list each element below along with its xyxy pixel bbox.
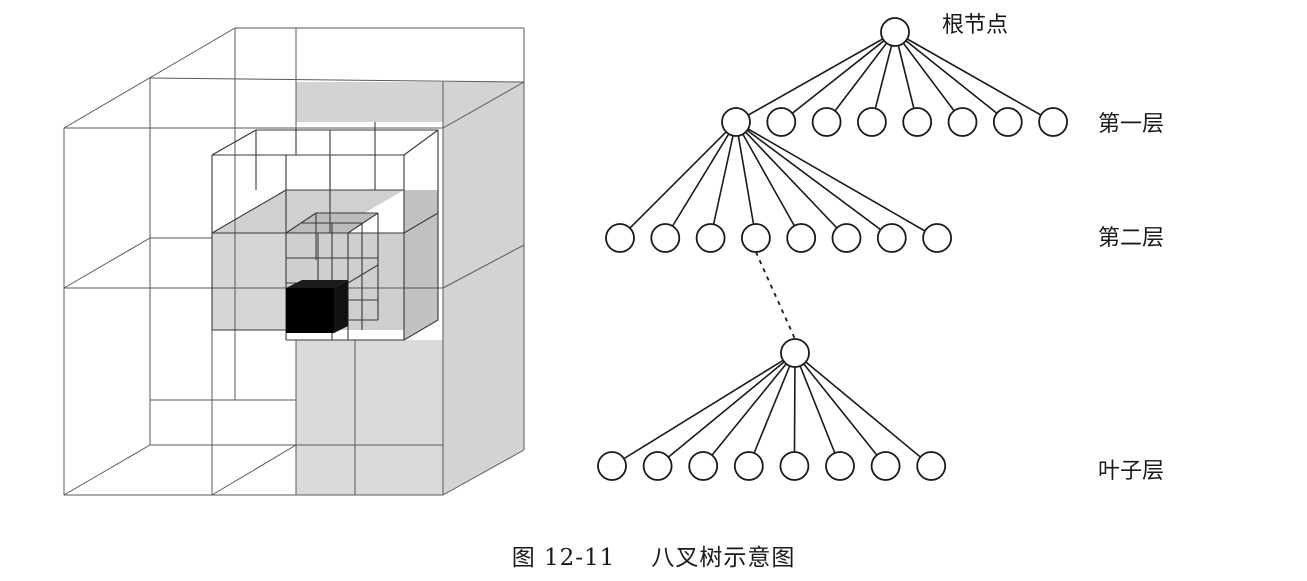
tree-node-leaf-7 — [870, 451, 901, 481]
tree-node-level1-3 — [811, 107, 842, 137]
tree-node-level2-6 — [831, 223, 862, 253]
cube-shaded-top-face — [296, 82, 375, 122]
edge-dashed-continuation — [755, 251, 796, 340]
edge-root-to-level1-3 — [825, 31, 896, 123]
tree-node-level2-5 — [786, 223, 817, 253]
edge-level1-to-level2-8 — [735, 121, 938, 239]
edge-root-to-level1-4 — [871, 31, 896, 123]
edge-to-leaf-2 — [657, 352, 796, 467]
label-level-1: 第一层 — [1098, 112, 1164, 137]
tree-node-root — [880, 17, 910, 47]
tree-node-level2-3 — [695, 223, 726, 253]
tree-node-leaf-5 — [779, 451, 810, 481]
tree-node-leaf-6 — [825, 451, 855, 481]
edge-to-leaf-7 — [794, 352, 887, 467]
tree-node-level2-4 — [741, 223, 771, 253]
label-level-2: 第二层 — [1098, 226, 1164, 251]
edge-root-to-level1-1 — [735, 31, 896, 123]
tree-node-level1-1 — [721, 107, 751, 137]
edge-level1-to-level2-2 — [664, 121, 737, 239]
cube-shaded-lower-front — [296, 340, 443, 495]
tree-node-leaf-8 — [916, 451, 947, 481]
edge-level1-to-level2-5 — [735, 121, 802, 239]
cube-shaded-mid-front — [212, 233, 286, 330]
target-leaf-cell — [286, 280, 348, 333]
edge-root-to-level1-6 — [894, 31, 964, 123]
tree-node-level1-6 — [947, 107, 978, 137]
edge-level1-to-level2-1 — [619, 121, 737, 239]
edge-level1-to-level2-4 — [735, 121, 757, 239]
edge-to-leaf-6 — [794, 352, 841, 467]
edge-to-leaf-4 — [748, 352, 796, 467]
caption-number: 图 12-11 — [511, 545, 616, 571]
tree-node-level1-4 — [857, 107, 887, 137]
edge-root-to-level1-7 — [894, 31, 1009, 123]
tree-node-level2-7 — [876, 223, 907, 253]
octree-cube-illustration — [63, 27, 525, 496]
edge-root-to-level1-2 — [780, 31, 896, 123]
edge-to-leaf-3 — [702, 352, 796, 467]
cube-shaded-right-face — [375, 82, 524, 122]
tree-node-level2-2 — [650, 223, 681, 253]
edge-level1-to-level2-6 — [735, 121, 848, 239]
edge-to-leaf-8 — [794, 352, 932, 467]
outer-cube-wireframe — [63, 27, 525, 496]
tree-node-level1-2 — [766, 107, 797, 137]
tree-node-leaf-3 — [688, 451, 719, 481]
tree-node-intermediate — [780, 338, 810, 368]
cube-shaded-inner-side — [404, 190, 438, 340]
octree-hierarchy-diagram — [597, 17, 1068, 481]
cube-shaded-side-face — [443, 82, 524, 495]
edge-level1-to-level2-3 — [709, 121, 737, 239]
edge-root-to-level1-8 — [894, 31, 1054, 123]
figure-caption: 图 12-11 八叉树示意图 — [0, 538, 1307, 572]
tree-node-leaf-2 — [642, 451, 673, 481]
edge-level1-to-level2-7 — [735, 121, 893, 239]
subcube-level1-wireframe — [211, 122, 439, 341]
edge-to-leaf-1 — [611, 352, 796, 467]
tree-node-level1-7 — [992, 107, 1023, 137]
edge-root-to-level1-5 — [894, 31, 918, 123]
caption-title: 八叉树示意图 — [651, 545, 796, 571]
tree-node-leaf-4 — [733, 451, 764, 481]
label-leaf-level: 叶子层 — [1098, 459, 1164, 484]
cube-shaded-mid-top — [212, 190, 404, 233]
tree-node-level1-5 — [902, 107, 933, 137]
tree-node-level2-1 — [605, 223, 635, 253]
edge-to-leaf-5 — [793, 352, 796, 467]
tree-node-level2-8 — [922, 223, 952, 253]
tree-node-level1-8 — [1038, 107, 1068, 137]
tree-node-leaf-1 — [597, 451, 627, 481]
label-root-node: 根节点 — [942, 13, 1008, 38]
